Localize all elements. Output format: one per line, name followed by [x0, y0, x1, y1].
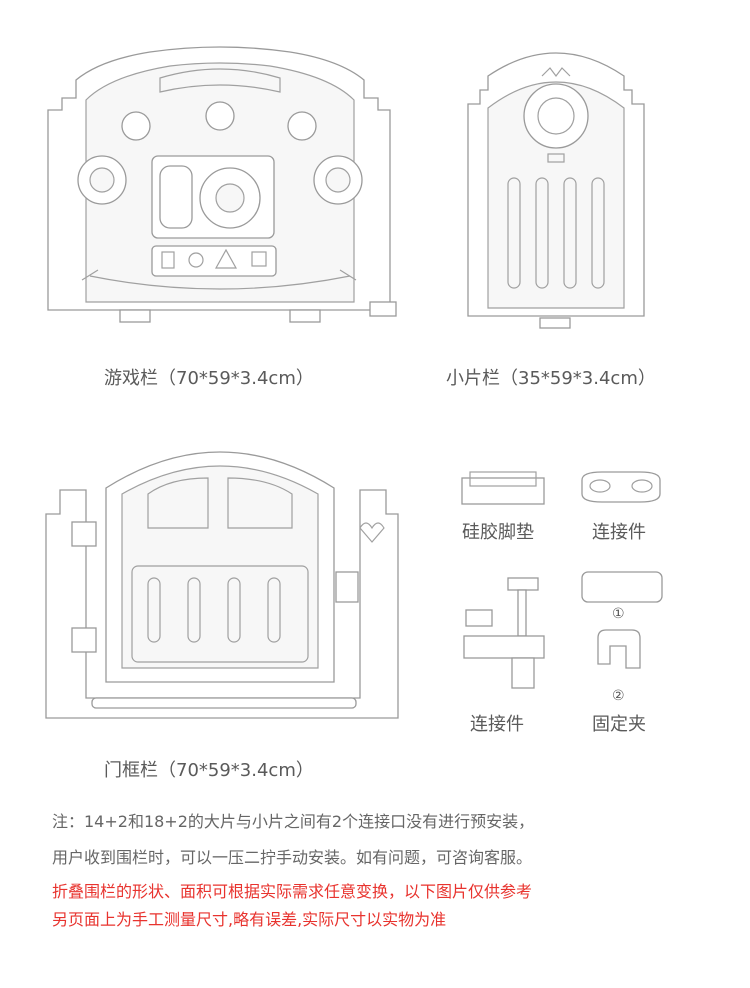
connector-top-illustration	[576, 470, 666, 504]
connector-top-caption: 连接件	[592, 522, 646, 543]
game-panel-caption: 游戏栏（70*59*3.4cm）	[104, 368, 314, 389]
clip-illustration	[576, 568, 666, 698]
clip-step-2: ②	[612, 688, 625, 704]
door-panel-illustration	[40, 428, 400, 730]
note-line-4: 另页面上为手工测量尺寸,略有误差,实际尺寸以实物为准	[52, 910, 447, 929]
small-panel-caption: 小片栏（35*59*3.4cm）	[446, 368, 656, 389]
silicone-pad-caption: 硅胶脚垫	[462, 522, 534, 543]
door-panel-caption: 门框栏（70*59*3.4cm）	[104, 760, 314, 781]
note-line-2: 用户收到围栏时，可以一压二拧手动安装。如有问题，可咨询客服。	[52, 848, 533, 867]
silicone-pad-illustration	[456, 470, 552, 510]
note-line-3: 折叠围栏的形状、面积可根据实际需求任意变换，以下图片仅供参考	[52, 882, 533, 901]
clip-step-1: ①	[612, 606, 625, 622]
connector-bottom-illustration	[456, 574, 552, 694]
clip-caption: 固定夹	[592, 714, 646, 735]
note-line-1: 注：14+2和18+2的大片与小片之间有2个连接口没有进行预安装，	[52, 812, 535, 831]
connector-bottom-caption: 连接件	[470, 714, 524, 735]
small-panel-illustration	[458, 36, 654, 336]
game-panel-illustration	[40, 40, 400, 340]
